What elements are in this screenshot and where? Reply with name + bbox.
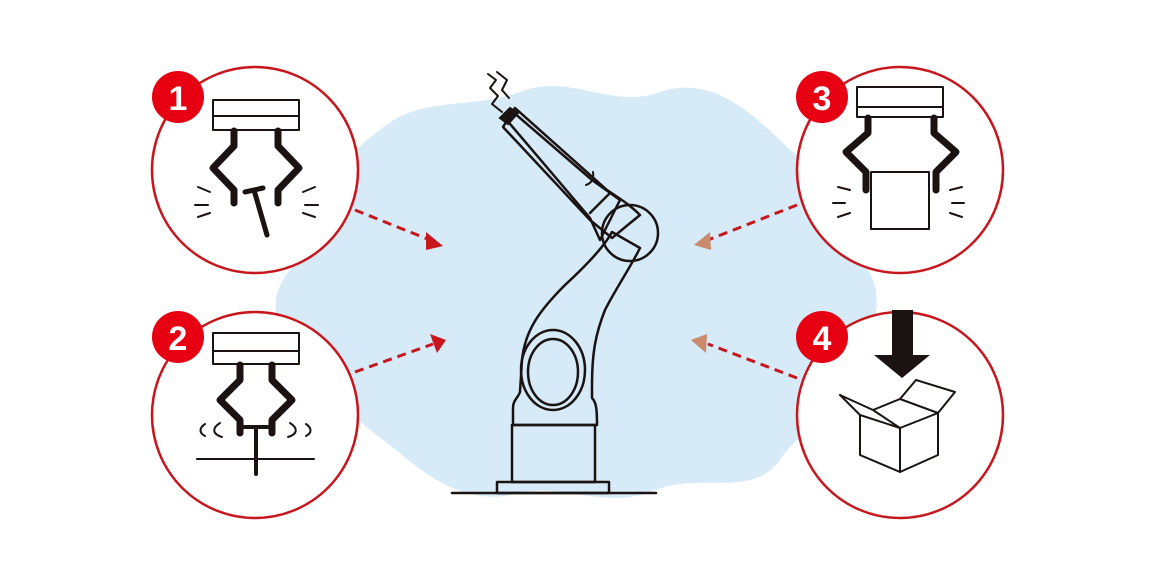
step-number: 2 [169,320,188,358]
gripper-holding-block-icon [832,86,965,230]
gripper-grasping-pin-icon [194,99,319,238]
panel-3: 3 [795,65,1005,275]
robot-arm-icon [450,71,660,495]
arrow-panel-2-to-robot [354,334,446,374]
arrow-panel-3-to-robot [694,203,798,250]
step-badge-1: 1 [152,71,204,123]
place-into-box-icon [839,310,956,473]
step-badge-3: 3 [796,71,848,123]
arrow-panel-4-to-robot [691,334,798,380]
step-number: 3 [813,80,832,118]
gripper-rotating-insert-icon [196,332,315,476]
panel-4: 4 [795,310,1005,520]
step-number: 4 [813,320,832,358]
arrow-panel-1-to-robot [354,208,443,250]
step-badge-4: 4 [796,311,848,363]
step-badge-2: 2 [152,311,204,363]
panel-1: 1 [150,65,360,275]
cloud-background [275,86,877,498]
panel-2: 2 [150,310,360,520]
down-arrow-icon [874,310,930,378]
step-number: 1 [169,80,188,118]
